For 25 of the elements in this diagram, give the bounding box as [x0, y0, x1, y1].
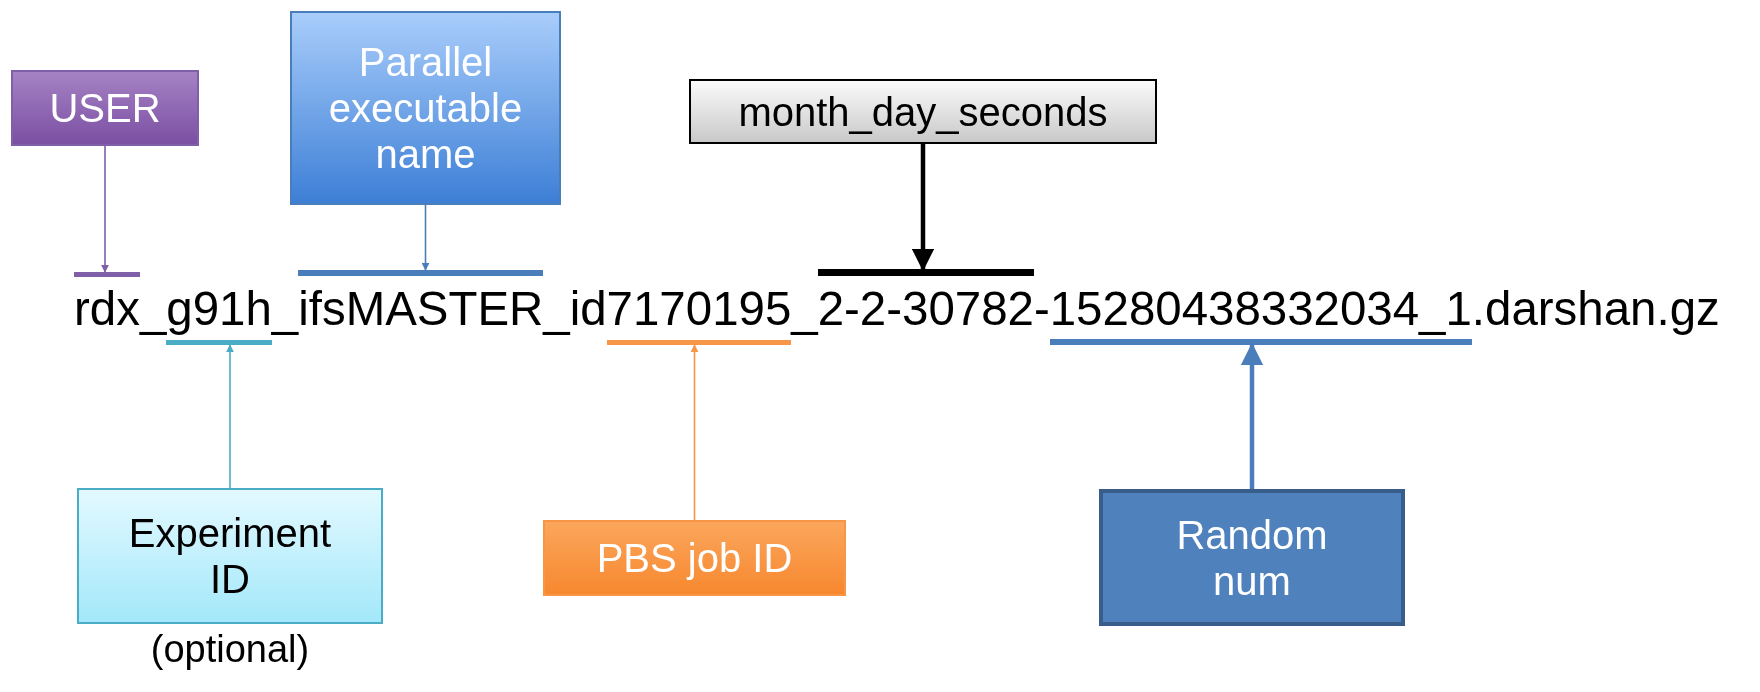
leader-arrow — [1240, 342, 1264, 489]
label-box — [1099, 489, 1405, 626]
note-text: (optional) — [149, 628, 311, 672]
label-box — [290, 11, 561, 205]
leader-arrow — [911, 144, 935, 272]
underline-bar — [74, 271, 140, 277]
label-box — [11, 70, 199, 146]
label-box — [543, 520, 846, 596]
leader-arrow — [101, 145, 109, 273]
underline-bar — [606, 339, 792, 345]
leader-arrow — [421, 204, 430, 271]
underline-bar — [298, 270, 544, 276]
leader-arrow — [690, 344, 699, 521]
label-box — [689, 79, 1157, 144]
underline-bar — [166, 339, 272, 345]
underline-bar — [1049, 339, 1472, 345]
file-name-text: rdx_g91h_ifsMASTER_id7170195_2-2-30782-15280438332034_1.darshan.gz — [74, 283, 1720, 336]
box-label: PBS job ID — [595, 535, 794, 581]
leader-arrow — [226, 344, 234, 489]
box-label: month_day_seconds — [737, 88, 1109, 135]
box-label: Parallel executable name — [327, 39, 524, 177]
box-label: Random num — [1175, 511, 1329, 604]
box-label: Experiment ID — [127, 510, 333, 602]
box-label: USER — [48, 85, 162, 131]
underline-bar — [817, 268, 1034, 276]
